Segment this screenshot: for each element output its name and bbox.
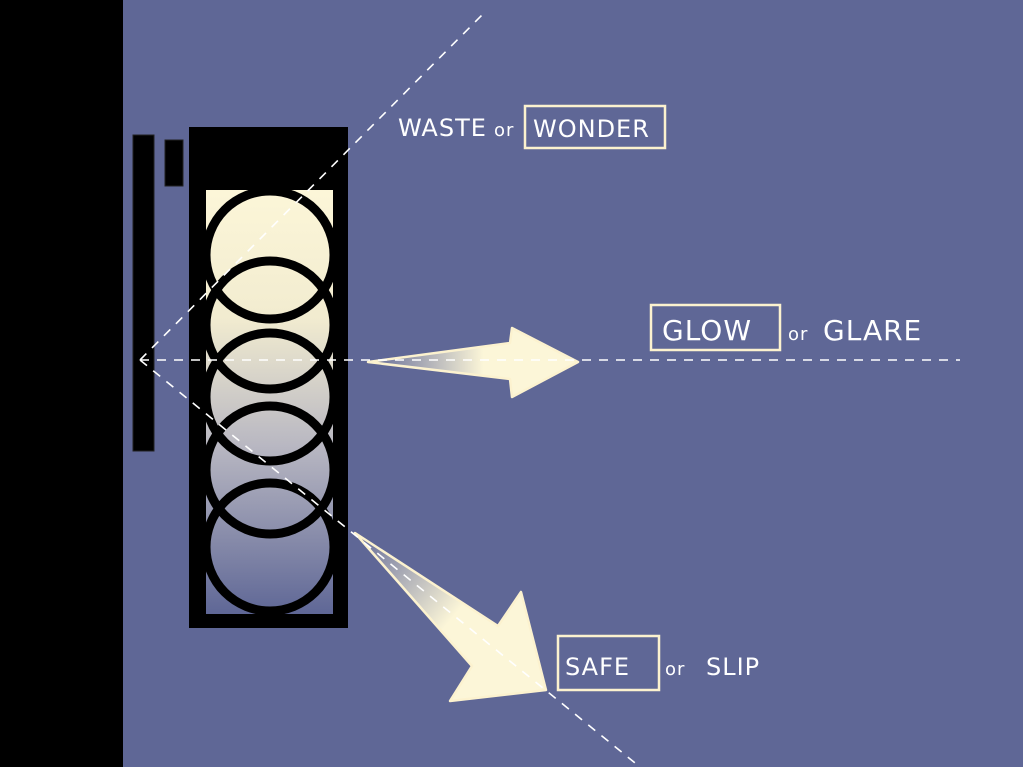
beam-line-up [139, 14, 483, 361]
beam-lines [139, 14, 960, 767]
label-or: or [494, 120, 514, 141]
label-box [649, 303, 782, 352]
beam-line-down [139, 359, 641, 767]
label-slip: SLIP [706, 653, 760, 681]
label-waste-wonder: WASTE or WONDER [398, 104, 667, 150]
mounting-bar [132, 134, 155, 452]
glow-arrow [366, 326, 580, 399]
label-glow: GLOW [662, 314, 752, 347]
label-box [523, 104, 667, 150]
label-waste: WASTE [398, 114, 487, 142]
light-fixture [189, 127, 348, 628]
label-safe: SAFE [565, 653, 630, 681]
safe-arrow [353, 531, 548, 703]
mounting-bracket [164, 139, 184, 187]
label-safe-slip: SAFE or SLIP [556, 634, 760, 692]
wall [0, 0, 123, 767]
label-glow-glare: GLOW or GLARE [649, 303, 922, 352]
label-glare: GLARE [823, 314, 922, 347]
label-or: or [665, 659, 685, 680]
label-box [556, 634, 661, 692]
label-wonder: WONDER [533, 115, 650, 143]
label-or: or [788, 324, 808, 345]
